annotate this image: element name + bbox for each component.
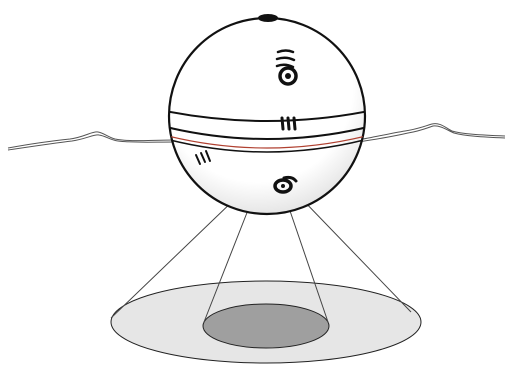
sphere-device-icon	[160, 14, 374, 214]
water-line-right-2	[358, 126, 505, 142]
water-line-left-2	[8, 135, 175, 150]
water-line-left	[8, 132, 175, 148]
top-cap-slot	[258, 14, 278, 22]
narrow-beam-footprint	[203, 304, 329, 348]
